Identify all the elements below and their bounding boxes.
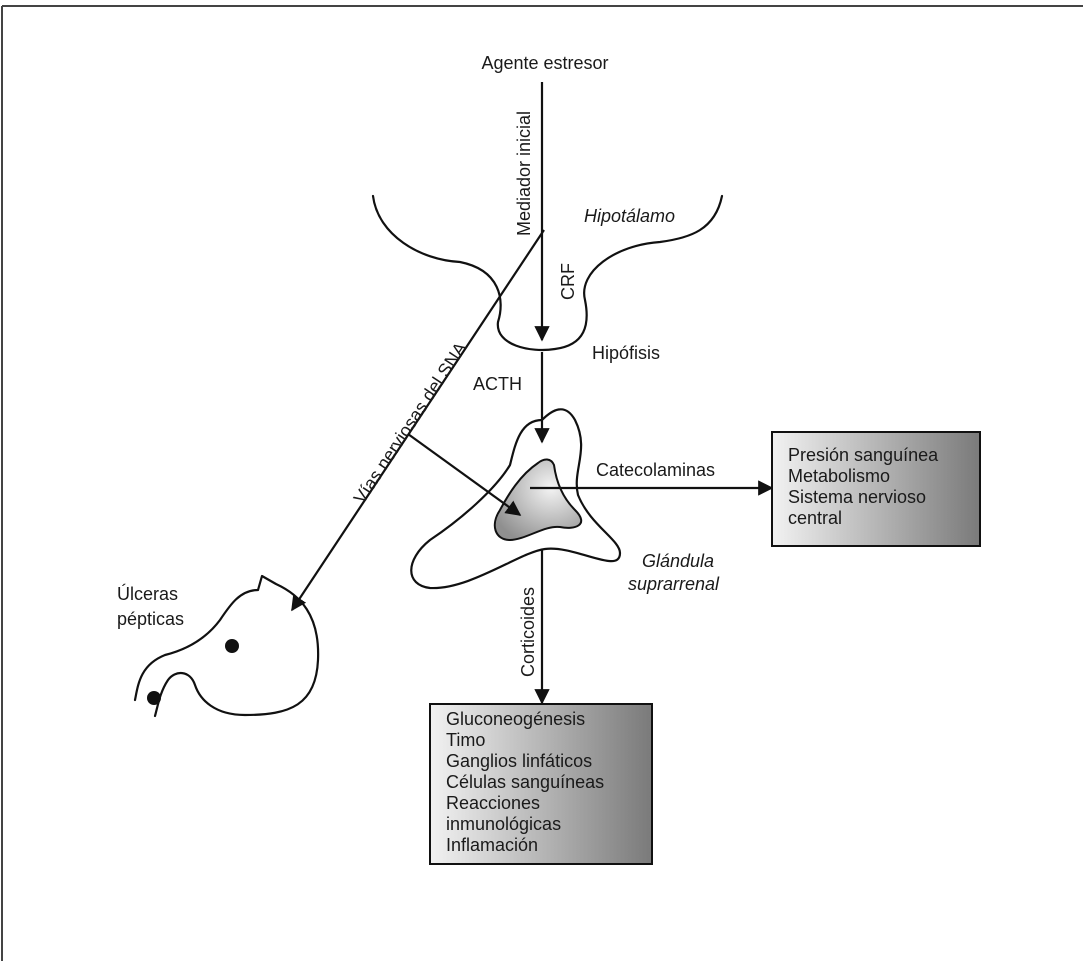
corticoid-effects-box [429,703,653,865]
corticoid-effect-item: Inflamación [446,835,538,855]
peptic-ulcer-dot [147,691,161,705]
hypothalamus-label: Hipotálamo [584,206,675,226]
catecholamine-effect-item: Sistema nervioso [788,487,926,507]
adrenal-label-line1: Glándula [642,551,714,571]
corticoid-effect-item: Células sanguíneas [446,772,604,792]
corticoid-effect-item: Ganglios linfáticos [446,751,592,771]
ans-to-stomach-arrow [291,229,545,612]
stressor-label: Agente estresor [481,53,608,73]
peptic-ulcers-label-line2: pépticas [117,609,184,629]
crf-label: CRF [558,263,578,300]
page-frame [1,5,1083,961]
peptic-ulcer-dot [225,639,239,653]
corticoid-effect-item: Gluconeogénesis [446,709,585,729]
adrenal-medulla-shape [493,458,583,541]
catecholamine-effect-item: Presión sanguínea [788,445,939,465]
catecholamine-effect-item: central [788,508,842,528]
hypothalamus-shape [371,194,724,352]
adrenal-label-line2: suprarrenal [628,574,720,594]
corticoid-effect-item: Reacciones [446,793,540,813]
acth-label: ACTH [473,374,522,394]
initial-mediator-label: Mediador inicial [514,111,534,236]
catecholamine-effects-box [771,431,981,547]
ans-pathways-label: Vías nerviosas del SNA [350,338,471,507]
corticoid-effect-item: Timo [446,730,485,750]
ans-to-adrenal-arrow [407,433,522,516]
catecholamine-effect-item: Metabolismo [788,466,890,486]
adrenal-gland-shape [410,408,622,590]
corticoid-effect-item: inmunológicas [446,814,561,834]
stomach-shape [133,574,320,718]
pituitary-label: Hipófisis [592,343,660,363]
peptic-ulcers-label-line1: Úlceras [117,583,178,604]
corticoids-label: Corticoides [518,587,538,677]
catecholamines-label: Catecolaminas [596,460,715,480]
